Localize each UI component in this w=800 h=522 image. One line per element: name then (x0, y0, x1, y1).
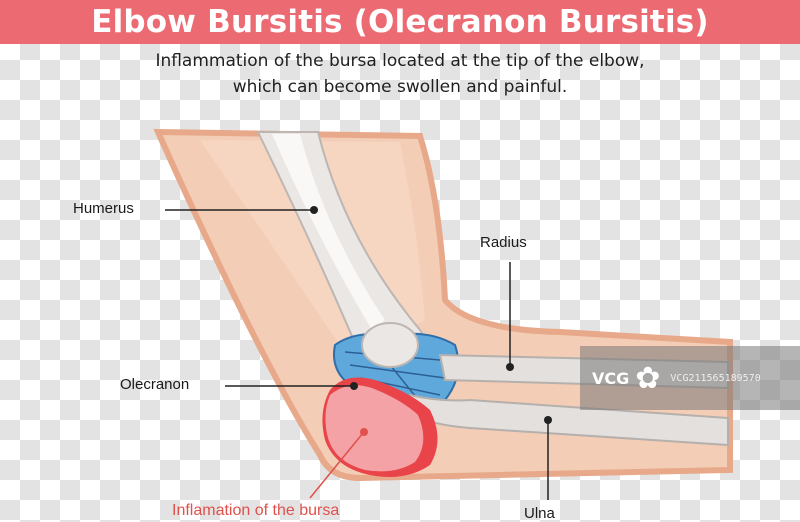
olecranon-marker (350, 382, 358, 390)
radius-marker (506, 363, 514, 371)
label-ulna: Ulna (524, 505, 555, 522)
page-title: Elbow Bursitis (Olecranon Bursitis) (91, 4, 709, 40)
label-olecranon: Olecranon (120, 376, 190, 393)
watermark-logo: VCG (592, 368, 630, 388)
flower-icon: ✿ (635, 360, 661, 396)
bursa-marker (360, 428, 368, 436)
watermark: VCG ✿ VCG211565189570 (580, 346, 800, 410)
label-radius: Radius (480, 234, 527, 251)
label-bursa: Inflamation of the bursa (172, 502, 340, 519)
watermark-code: VCG211565189570 (670, 372, 761, 384)
label-humerus: Humerus (73, 200, 134, 217)
humerus-marker (310, 206, 318, 214)
humerus-highlight (272, 134, 385, 330)
humerus-head (361, 322, 419, 368)
title-banner: Elbow Bursitis (Olecranon Bursitis) (0, 0, 800, 44)
subtitle-line-2: which can become swollen and painful. (232, 77, 568, 97)
bursa-leader-line (309, 432, 364, 499)
subtitle: Inflammation of the bursa located at the… (0, 48, 800, 100)
subtitle-line-1: Inflammation of the bursa located at the… (155, 51, 645, 71)
ulna-marker (544, 416, 552, 424)
